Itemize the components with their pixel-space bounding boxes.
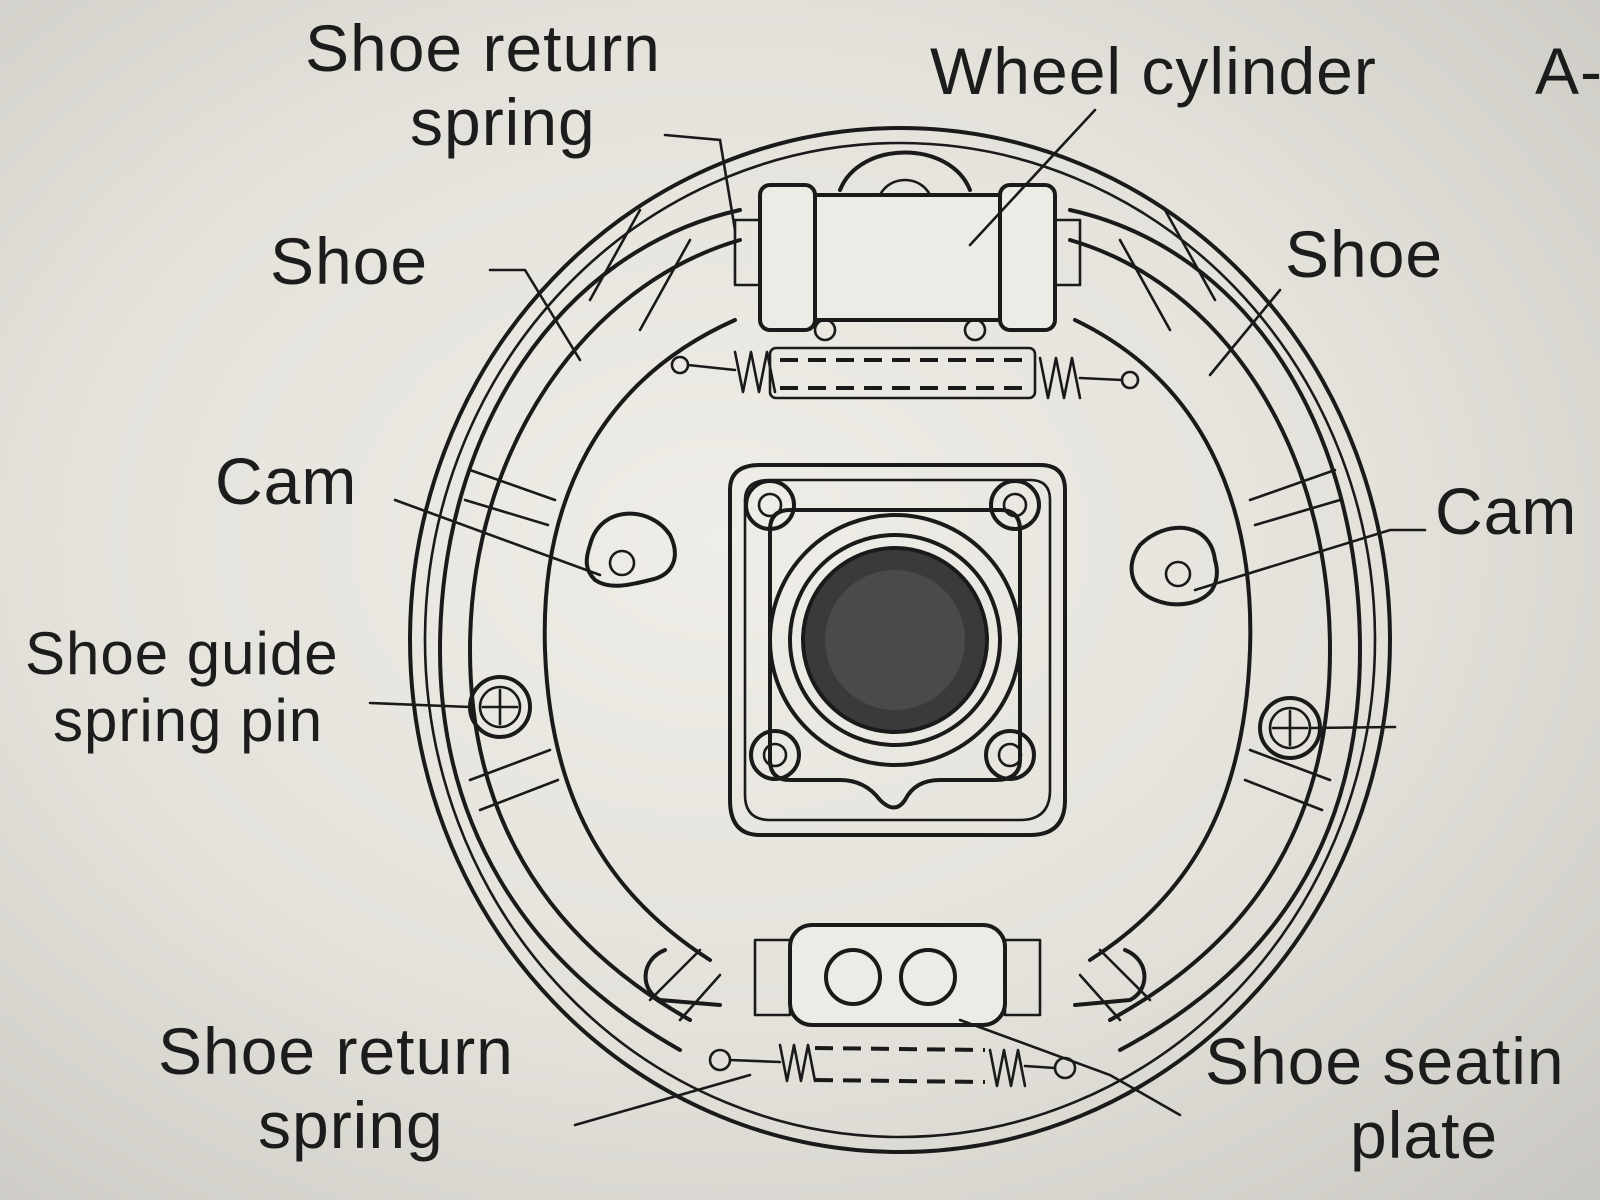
bottom-return-spring bbox=[708, 1043, 1077, 1088]
label-line: spring pin bbox=[53, 687, 324, 755]
right-shoe bbox=[1068, 208, 1362, 1052]
hub-flange bbox=[728, 463, 1067, 837]
shoe-seating-plate bbox=[643, 923, 1147, 1027]
label-line: Shoe return bbox=[158, 1014, 514, 1088]
label-shoe-return-spring-bottom: Shoe return spring bbox=[158, 1014, 514, 1163]
left-guide-pin bbox=[468, 675, 532, 739]
label-shoe-return-spring-top: Shoe return spring bbox=[305, 11, 661, 160]
left-cam bbox=[584, 511, 677, 588]
left-shoe bbox=[438, 208, 742, 1052]
label-edge-text: A- bbox=[1535, 34, 1600, 108]
label-shoe-guide-spring-pin: Shoe guide spring pin bbox=[25, 620, 339, 754]
top-return-spring bbox=[670, 346, 1140, 400]
label-line: plate bbox=[1350, 1097, 1499, 1172]
label-cam-left: Cam bbox=[215, 444, 358, 518]
label-line: Shoe seatin bbox=[1205, 1024, 1565, 1098]
backing-plate bbox=[408, 126, 1392, 1154]
label-cam-right: Cam bbox=[1435, 474, 1578, 548]
leader-lines bbox=[368, 108, 1427, 1127]
label-line: Shoe guide bbox=[25, 620, 339, 687]
label-wheel-cylinder: Wheel cylinder bbox=[930, 34, 1377, 108]
label-line: spring bbox=[258, 1087, 444, 1162]
label-shoe-right: Shoe bbox=[1285, 217, 1444, 291]
wheel-cylinder bbox=[733, 150, 1082, 342]
label-shoe-seating-plate: Shoe seatin plate bbox=[1205, 1024, 1565, 1173]
right-cam bbox=[1129, 525, 1219, 607]
label-line: spring bbox=[410, 84, 596, 159]
label-line: Shoe return bbox=[305, 11, 661, 85]
label-shoe-left: Shoe bbox=[270, 224, 429, 298]
